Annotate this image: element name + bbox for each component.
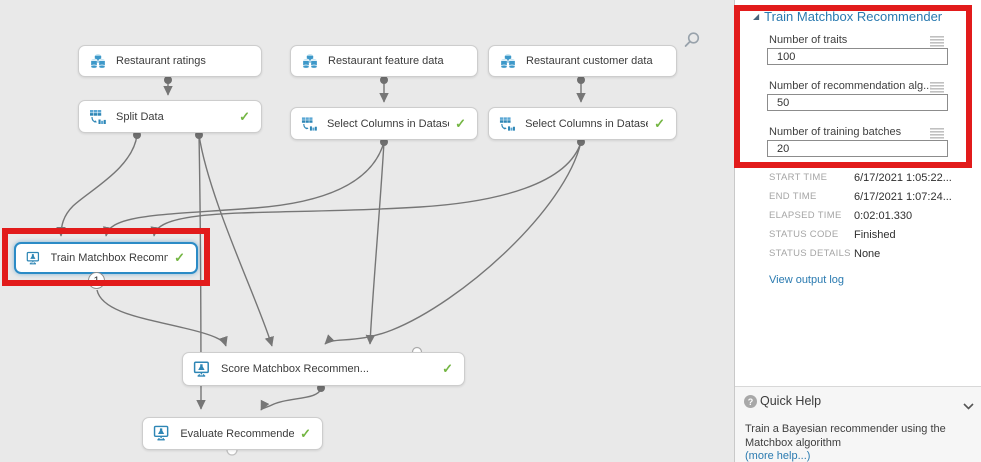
status-check-icon: ✓ — [300, 425, 311, 441]
dataset-icon — [302, 53, 318, 69]
output-port[interactable] — [164, 76, 172, 84]
module-label: Select Columns in Dataset — [326, 117, 450, 130]
field-menu-icon[interactable] — [930, 34, 944, 52]
status-value: 0:02:01.330 — [854, 210, 913, 222]
connection-line — [324, 141, 582, 345]
module-restaurant-ratings[interactable]: Restaurant ratings — [78, 45, 262, 77]
annotation-box-train-module — [2, 228, 210, 286]
output-port[interactable] — [195, 131, 203, 139]
connection-line — [365, 141, 385, 345]
status-check-icon: ✓ — [239, 108, 250, 124]
field-label-number-of-traits: Number of traits — [769, 34, 848, 46]
number-of-recommendation-input[interactable] — [767, 94, 948, 111]
module-label: Restaurant customer data — [526, 55, 653, 67]
connection-line — [102, 141, 385, 237]
quick-help-section: ? Quick Help Train a Bayesian recommende… — [735, 386, 981, 462]
properties-panel: ◢ Train Matchbox Recommender Number of t… — [734, 0, 981, 462]
field-menu-icon[interactable] — [930, 126, 944, 144]
view-output-log-link[interactable]: View output log — [769, 274, 845, 286]
connection-line — [198, 134, 274, 347]
status-check-icon: ✓ — [442, 361, 453, 376]
status-label: STATUS DETAILS — [769, 248, 851, 259]
module-select-columns-1[interactable]: Select Columns in Dataset ✓ — [290, 107, 478, 140]
output-port[interactable] — [317, 384, 325, 392]
connection-line — [260, 387, 322, 411]
connection-line — [56, 134, 138, 237]
dataset-icon — [90, 53, 106, 69]
status-value: Finished — [854, 229, 896, 241]
collapse-expander-icon[interactable]: ◢ — [753, 12, 760, 21]
status-value: None — [854, 248, 881, 260]
module-label: Train Matchbox Recommen... — [50, 252, 169, 264]
connection-line — [96, 289, 228, 347]
output-port[interactable] — [133, 131, 141, 139]
output-port[interactable] — [577, 138, 585, 146]
search-icon[interactable] — [683, 32, 700, 54]
field-label-number-of-recommendation-algorithm: Number of recommendation alg... — [769, 80, 933, 92]
output-port[interactable] — [380, 76, 388, 84]
split-data-icon — [90, 109, 106, 124]
module-select-columns-2[interactable]: Select Columns in Dataset ✓ — [488, 107, 677, 140]
output-port[interactable] — [380, 138, 388, 146]
more-help-link[interactable]: (more help...) — [745, 450, 811, 462]
module-label: Restaurant ratings — [116, 55, 206, 67]
output-port[interactable] — [577, 76, 585, 84]
number-of-traits-input[interactable] — [767, 48, 948, 65]
module-restaurant-customer-data[interactable]: Restaurant customer data — [488, 45, 677, 77]
panel-title: Train Matchbox Recommender — [764, 9, 943, 24]
ml-module-icon — [26, 251, 40, 264]
number-of-training-batches-input[interactable] — [767, 140, 948, 157]
module-label: Split Data — [116, 110, 164, 123]
ml-module-icon — [193, 360, 209, 377]
field-menu-icon[interactable] — [930, 80, 944, 98]
field-label-number-of-training-batches: Number of training batches — [769, 126, 902, 138]
module-train-matchbox-recommender[interactable]: Train Matchbox Recommen... ✓ — [14, 242, 198, 274]
status-check-icon: ✓ — [455, 115, 466, 131]
select-columns-icon — [499, 116, 515, 131]
connection-line — [150, 141, 582, 237]
status-check-icon: ✓ — [654, 115, 665, 131]
dataset-icon — [500, 53, 516, 69]
select-columns-icon — [301, 116, 317, 131]
connection-wires — [56, 76, 586, 456]
status-label: STATUS CODE — [769, 229, 839, 240]
status-value: 6/17/2021 1:05:22... — [854, 172, 952, 184]
status-label: START TIME — [769, 172, 828, 183]
annotation-box-parameters — [734, 5, 972, 168]
status-label: END TIME — [769, 191, 817, 202]
module-restaurant-feature-data[interactable]: Restaurant feature data — [290, 45, 478, 77]
experiment-canvas[interactable]: Restaurant ratings Restaurant feature da… — [0, 0, 734, 462]
status-value: 6/17/2021 1:07:24... — [854, 191, 952, 203]
module-evaluate-recommender[interactable]: Evaluate Recommender ✓ — [142, 417, 323, 450]
module-score-matchbox-recommender[interactable]: Score Matchbox Recommen... ✓ — [182, 352, 465, 386]
status-check-icon: ✓ — [174, 250, 185, 265]
module-label: Select Columns in Dataset — [525, 117, 649, 130]
module-label: Evaluate Recommender — [180, 427, 295, 440]
module-label: Score Matchbox Recommen... — [221, 363, 369, 375]
ml-module-icon — [153, 425, 169, 441]
help-icon: ? — [744, 395, 757, 408]
chevron-down-icon[interactable] — [963, 397, 974, 415]
quick-help-title: Quick Help — [760, 394, 822, 408]
panel-title-row: ◢ Train Matchbox Recommender — [753, 9, 942, 24]
module-label: Restaurant feature data — [328, 55, 444, 67]
quick-help-text: Train a Bayesian recommender using the M… — [745, 423, 946, 449]
module-split-data[interactable]: Split Data ✓ — [78, 100, 262, 133]
status-label: ELAPSED TIME — [769, 210, 842, 221]
